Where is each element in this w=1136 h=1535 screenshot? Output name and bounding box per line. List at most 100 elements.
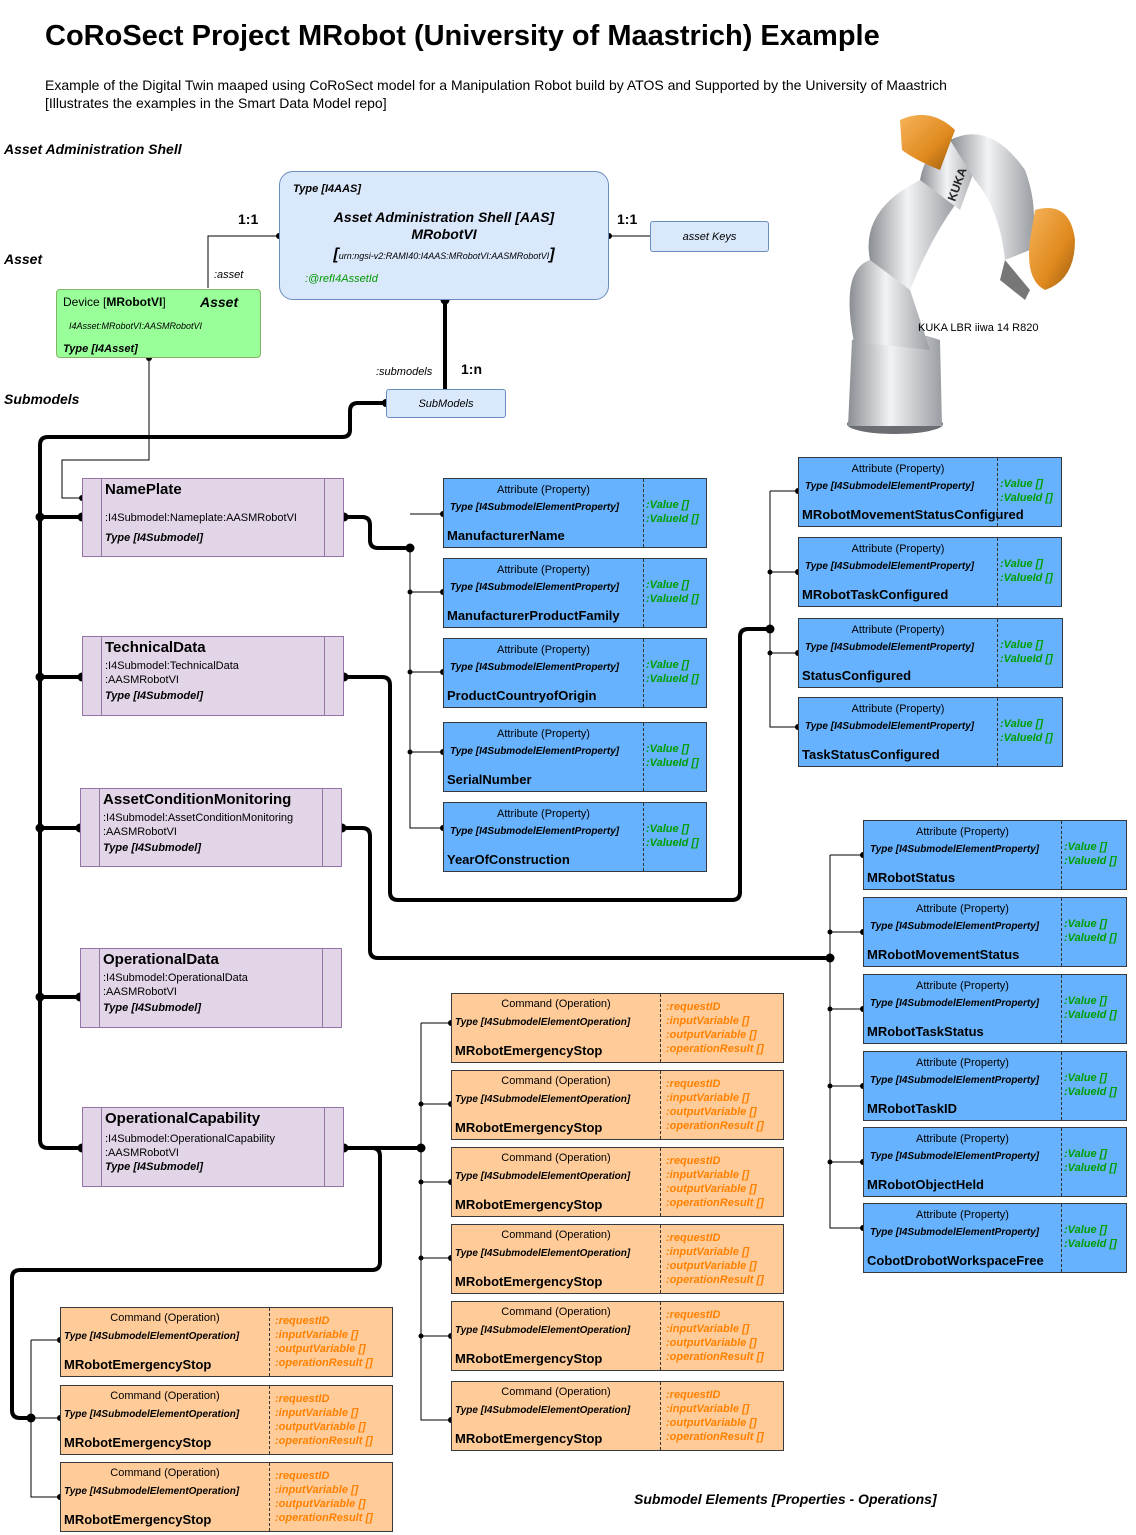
aas-asset-connector: [207, 235, 279, 288]
submodel-nameplate-right-bar: [324, 479, 325, 556]
rel-1-1-left: 1:1: [238, 211, 259, 227]
submodel-operational-data[interactable]: OperationalData :I4Submodel:OperationalD…: [80, 948, 342, 1028]
asset-nameplate-connector: [61, 358, 150, 499]
property-card[interactable]: Attribute (Property)Type [I4SubmodelElem…: [863, 1127, 1127, 1197]
operation-param: :requestID: [275, 1393, 330, 1405]
operation-type: Type [I4SubmodelElementOperation]: [455, 1248, 631, 1259]
property-card[interactable]: Attribute (Property)Type [I4SubmodelElem…: [798, 618, 1063, 688]
property-valueid: :ValueId []: [1064, 855, 1117, 867]
asset-type: Type [I4Asset]: [63, 343, 138, 355]
operation-param: :outputVariable []: [666, 1106, 757, 1118]
submodel-monitoring-urn-1: :I4Submodel:AssetConditionMonitoring: [103, 812, 294, 824]
operation-type: Type [I4SubmodelElementOperation]: [455, 1171, 631, 1182]
property-header: Attribute (Property): [497, 644, 590, 656]
property-card[interactable]: Attribute (Property)Type [I4SubmodelElem…: [443, 802, 707, 872]
operation-card[interactable]: Command (Operation)Type [I4SubmodelEleme…: [451, 1381, 784, 1451]
property-type: Type [I4SubmodelElementProperty]: [870, 921, 1040, 932]
property-header: Attribute (Property): [916, 980, 1009, 992]
property-value: :Value []: [1064, 918, 1107, 930]
submodel-monitoring[interactable]: AssetConditionMonitoring :I4Submodel:Ass…: [80, 788, 342, 867]
property-header: Attribute (Property): [851, 463, 945, 475]
property-valueid: :ValueId []: [1000, 653, 1053, 665]
operation-card[interactable]: Command (Operation)Type [I4SubmodelEleme…: [451, 1070, 784, 1140]
property-header: Attribute (Property): [497, 484, 590, 496]
property-card[interactable]: Attribute (Property)Type [I4SubmodelElem…: [863, 1203, 1127, 1273]
operation-param: :outputVariable []: [666, 1337, 757, 1349]
property-card[interactable]: Attribute (Property)Type [I4SubmodelElem…: [798, 537, 1062, 607]
property-divider: [643, 559, 644, 627]
submodel-technical-left-bar: [101, 637, 102, 715]
aas-box[interactable]: Type [I4AAS] Asset Administration Shell …: [279, 171, 609, 300]
property-value: :Value []: [646, 659, 689, 671]
property-card[interactable]: Attribute (Property)Type [I4SubmodelElem…: [798, 457, 1062, 527]
property-card[interactable]: Attribute (Property)Type [I4SubmodelElem…: [798, 697, 1063, 767]
operation-card[interactable]: Command (Operation)Type [I4SubmodelEleme…: [451, 993, 784, 1063]
kuka-robot-image: KUKA: [847, 114, 1075, 434]
aas-urn: [urn:ngsi-v2:RAMI40:I4AAS:MRobotVI:AASMR…: [280, 246, 608, 264]
subtitle-line-1: Example of the Digital Twin maaped using…: [45, 77, 947, 93]
property-name: MRobotTaskStatus: [867, 1024, 984, 1039]
submodel-operational-capability[interactable]: OperationalCapability :I4Submodel:Operat…: [82, 1107, 344, 1187]
property-value: :Value []: [1064, 841, 1107, 853]
operation-param: :inputVariable []: [666, 1092, 750, 1104]
property-divider: [1061, 975, 1062, 1043]
property-card[interactable]: Attribute (Property)Type [I4SubmodelElem…: [863, 820, 1127, 890]
operation-divider: [269, 1386, 270, 1454]
property-valueid: :ValueId []: [1064, 1162, 1117, 1174]
property-card[interactable]: Attribute (Property)Type [I4SubmodelElem…: [863, 974, 1127, 1044]
property-card[interactable]: Attribute (Property)Type [I4SubmodelElem…: [443, 638, 707, 708]
submodel-operational-data-right-bar: [322, 949, 323, 1027]
operation-name: MRobotEmergencyStop: [455, 1197, 603, 1212]
operation-card[interactable]: Command (Operation)Type [I4SubmodelEleme…: [451, 1147, 784, 1217]
property-type: Type [I4SubmodelElementProperty]: [870, 1227, 1040, 1238]
property-card[interactable]: Attribute (Property)Type [I4SubmodelElem…: [863, 897, 1127, 967]
aas-name-line-2: MRobotVI: [411, 226, 477, 242]
asset-box[interactable]: Device [MRobotVI] Asset I4Asset:MRobotVI…: [56, 289, 261, 358]
asset-device-suffix: ]: [162, 295, 166, 309]
property-card[interactable]: Attribute (Property)Type [I4SubmodelElem…: [443, 478, 707, 548]
property-value: :Value []: [1064, 1148, 1107, 1160]
operation-type: Type [I4SubmodelElementOperation]: [64, 1486, 240, 1497]
property-valueid: :ValueId []: [1064, 1086, 1117, 1098]
operation-params: :requestID:inputVariable []:outputVariab…: [275, 1469, 373, 1525]
property-divider: [997, 458, 998, 526]
property-card[interactable]: Attribute (Property)Type [I4SubmodelElem…: [443, 722, 707, 792]
nameplate-bus: [409, 513, 443, 829]
submodel-monitoring-left-bar: [99, 789, 100, 866]
property-header: Attribute (Property): [851, 543, 945, 555]
submodel-technical[interactable]: TechnicalData :I4Submodel:TechnicalData …: [82, 636, 344, 716]
operation-type: Type [I4SubmodelElementOperation]: [455, 1017, 631, 1028]
operation-card[interactable]: Command (Operation)Type [I4SubmodelEleme…: [60, 1462, 393, 1532]
property-card[interactable]: Attribute (Property)Type [I4SubmodelElem…: [443, 558, 707, 628]
capability-left-bus: [30, 1339, 60, 1498]
property-type: Type [I4SubmodelElementProperty]: [870, 844, 1040, 855]
property-header: Attribute (Property): [916, 1057, 1009, 1069]
property-card[interactable]: Attribute (Property)Type [I4SubmodelElem…: [863, 1051, 1127, 1121]
property-name: StatusConfigured: [802, 668, 912, 683]
operation-param: :requestID: [275, 1470, 330, 1482]
operation-card[interactable]: Command (Operation)Type [I4SubmodelEleme…: [60, 1385, 393, 1455]
property-valueid: :ValueId []: [1064, 1009, 1117, 1021]
robot-caption: KUKA LBR iiwa 14 R820: [918, 322, 1039, 334]
operation-name: MRobotEmergencyStop: [455, 1043, 603, 1058]
operation-name: MRobotEmergencyStop: [455, 1120, 603, 1135]
property-value: :Value []: [1064, 1072, 1107, 1084]
submodel-monitoring-type: Type [I4Submodel]: [103, 842, 201, 854]
operation-card[interactable]: Command (Operation)Type [I4SubmodelEleme…: [451, 1301, 784, 1371]
section-submodels-label: Submodels: [4, 391, 80, 407]
property-name: ManufacturerProductFamily: [447, 608, 620, 623]
asset-label: Asset: [200, 294, 239, 310]
asset-keys-box[interactable]: asset Keys: [650, 221, 769, 252]
operation-param: :operationResult []: [666, 1120, 764, 1132]
submodel-nameplate[interactable]: NamePlate :I4Submodel:Nameplate:AASMRobo…: [82, 478, 344, 557]
operation-param: :operationResult []: [666, 1043, 764, 1055]
aas-name: Asset Administration Shell [AAS] MRobotV…: [280, 209, 608, 243]
rel-1-n: 1:n: [461, 361, 482, 377]
operation-params: :requestID:inputVariable []:outputVariab…: [666, 1308, 764, 1364]
submodel-nameplate-left-bar: [101, 479, 102, 556]
operation-type: Type [I4SubmodelElementOperation]: [64, 1409, 240, 1420]
operation-card[interactable]: Command (Operation)Type [I4SubmodelEleme…: [451, 1224, 784, 1294]
operation-card[interactable]: Command (Operation)Type [I4SubmodelEleme…: [60, 1307, 393, 1377]
operation-divider: [660, 1071, 661, 1139]
submodels-box[interactable]: SubModels: [386, 389, 506, 418]
